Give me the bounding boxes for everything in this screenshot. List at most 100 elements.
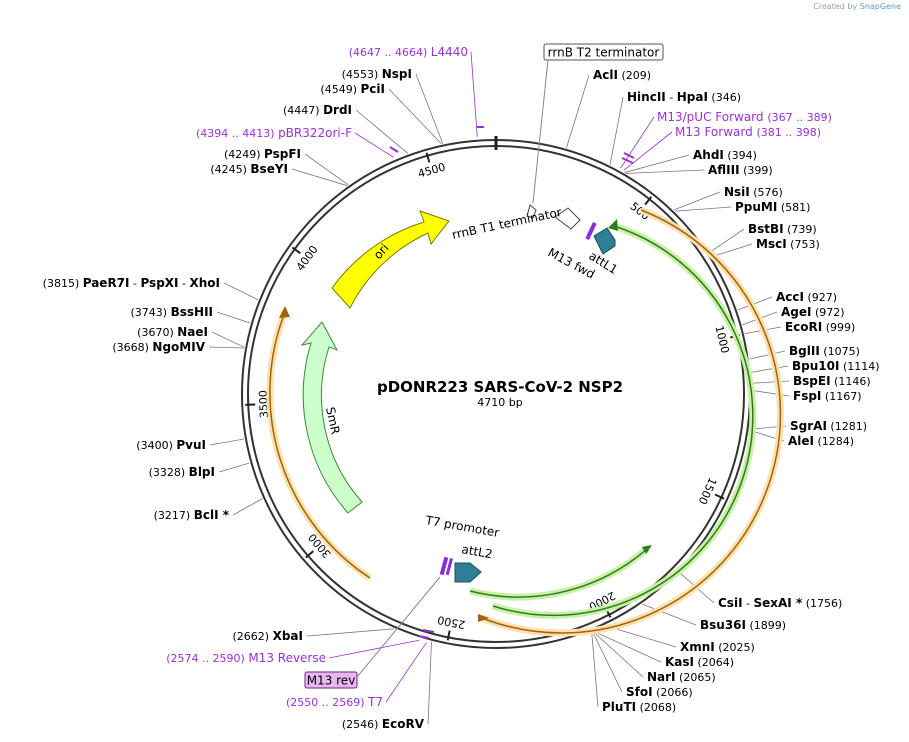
tick-2500 <box>446 630 451 641</box>
plasmid-name: pDONR223 SARS-CoV-2 NSP2 <box>377 378 623 396</box>
leader-pluti <box>591 631 599 708</box>
site-ahdi: AhdI (394) <box>693 148 757 162</box>
leader-ppumi <box>675 206 732 212</box>
site-bseyi: (4245) BseYI <box>210 162 288 176</box>
site-aflii: AflIII (399) <box>708 163 773 177</box>
ori-feature <box>331 210 450 309</box>
primer-leader-pbr322ori-f <box>354 132 394 158</box>
primer-t7-b: T7 <box>367 695 383 709</box>
site-nari: NarI (2065) <box>647 670 716 684</box>
site-sfoi-part-0: SfoI <box>626 685 653 699</box>
site-aflii-part-0: AflIII <box>708 163 740 177</box>
site-bglii-part-0: BglII <box>789 344 820 358</box>
site-agei-part-0: AgeI <box>781 305 811 319</box>
orange-arc-left-core <box>269 311 371 579</box>
site-paer7i-part-1: PaeR7I <box>83 276 130 290</box>
site-msci-part-0: MscI <box>756 237 787 251</box>
leader-ngomiv <box>208 346 245 349</box>
rrnb-t2-terminator-glyph <box>526 204 537 219</box>
orange-arc-left-head <box>279 306 290 318</box>
site-naei: (3670) NaeI <box>137 325 208 339</box>
primer-leader-m13-reverse <box>328 639 420 659</box>
site-sgrai-part-1: (1281) <box>827 420 867 433</box>
leader-acli <box>566 74 590 149</box>
m13-fwd-marker <box>585 221 597 241</box>
leader-hincii <box>609 96 624 165</box>
site-paer7i-part-4: - <box>179 277 190 290</box>
site-paer7i: (3815) PaeR7I - PspXI - XhoI <box>43 276 220 290</box>
site-aflii-part-1: (399) <box>740 164 773 177</box>
primer-pbr322ori-f-b: pBR322ori-F <box>278 126 352 140</box>
m13-rev-marker <box>439 556 449 576</box>
site-pluti-part-0: PluTI <box>602 700 636 714</box>
site-bcli-part-1: BclI * <box>194 508 230 522</box>
leader-kasi <box>592 630 662 663</box>
primer-m13-puc-forward-a: M13/pUC Forward <box>657 110 767 124</box>
primer-m13-reverse-b: M13 Reverse <box>248 651 326 665</box>
leader-nspi <box>415 73 444 144</box>
m13-fwd-label: M13 fwd <box>546 245 598 281</box>
site-bstbi-part-0: BstBI <box>748 222 784 236</box>
tick-3000 <box>305 550 314 559</box>
site-agei-part-1: (972) <box>811 306 844 319</box>
site-nsii: NsiI (576) <box>724 185 783 199</box>
leader-nari <box>592 630 644 678</box>
tick-label-4500: 4500 <box>416 160 447 180</box>
site-xbai: (2662) XbaI <box>233 629 303 643</box>
leader-fspi <box>751 390 790 397</box>
orange-arc-right-core <box>481 209 782 634</box>
primer-m13-reverse: (2574 .. 2590) M13 Reverse <box>166 651 326 665</box>
primer-pbr322ori-f-a: (4394 .. 4413) <box>196 127 278 140</box>
site-ppumi: PpuMI (581) <box>735 200 810 214</box>
green-arc-outer-head <box>608 219 618 231</box>
tick-label-2500: 2500 <box>436 613 466 631</box>
primer-l4440: (4647 .. 4664) L4440 <box>349 45 468 59</box>
site-bseyi-part-0: (4245) <box>210 163 250 176</box>
site-bglii: BglII (1075) <box>789 344 860 358</box>
leader-bsu36i <box>642 603 697 626</box>
site-bpu10i: Bpu10I (1114) <box>792 359 880 373</box>
site-nari-part-1: (2065) <box>676 671 716 684</box>
site-pvui: (3400) PvuI <box>136 438 206 452</box>
site-ngomiv-part-1: NgoMIV <box>152 340 205 354</box>
site-bpu10i-part-1: (1114) <box>839 360 879 373</box>
site-hincii-part-2: HpaI <box>677 90 708 104</box>
site-ppumi-part-1: (581) <box>777 201 810 214</box>
site-sgrai: SgrAI (1281) <box>790 419 867 433</box>
primer-m13-forward-a: M13 Forward <box>675 125 757 139</box>
site-ecorv-part-0: (2546) <box>342 718 382 731</box>
primer-m13-forward-b: (381 .. 398) <box>757 126 822 139</box>
site-bpu10i-part-0: Bpu10I <box>792 359 839 373</box>
site-alei-part-0: AleI <box>788 434 814 448</box>
site-bsu36i-part-0: Bsu36I <box>700 618 746 632</box>
site-acci: AccI (927) <box>776 290 837 304</box>
leader-acci <box>737 296 773 311</box>
t7-promoter-label: T7 promoter <box>423 513 500 540</box>
leader-nsii <box>673 191 721 211</box>
site-pvui-part-0: (3400) <box>136 439 176 452</box>
rrnb-t2-label: rrnB T2 terminator <box>548 46 660 60</box>
primer-m13-reverse-a: (2574 .. 2590) <box>166 652 248 665</box>
site-bspei: BspEI (1146) <box>793 374 871 388</box>
leader-aflii <box>625 169 705 174</box>
site-nspi: (4553) NspI <box>342 67 412 81</box>
tick-label-1000: 1000 <box>712 324 731 354</box>
green-arc-outer <box>491 222 757 619</box>
site-drdi-part-0: (4447) <box>283 104 323 117</box>
site-csii-part-2: SexAI * <box>754 596 803 610</box>
plasmid-length: 4710 bp <box>477 396 522 409</box>
site-ecori-part-0: EcoRI <box>785 320 822 334</box>
leader-bstbi <box>709 228 745 253</box>
site-ecorv: (2546) EcoRV <box>342 717 425 731</box>
site-hincii-part-0: HincII <box>627 90 666 104</box>
primer-m13-puc-forward: M13/pUC Forward (367 .. 389) <box>657 110 832 124</box>
site-hincii-part-3: (346) <box>708 91 741 104</box>
leader-bpu10i <box>751 365 789 373</box>
site-nsii-part-1: (576) <box>750 186 783 199</box>
smr-feature <box>300 321 363 514</box>
site-bstbi: BstBI (739) <box>748 222 817 236</box>
tick-500 <box>644 196 653 206</box>
site-fspi-part-1: (1167) <box>821 390 861 403</box>
attl2-label: attL2 <box>460 542 493 561</box>
